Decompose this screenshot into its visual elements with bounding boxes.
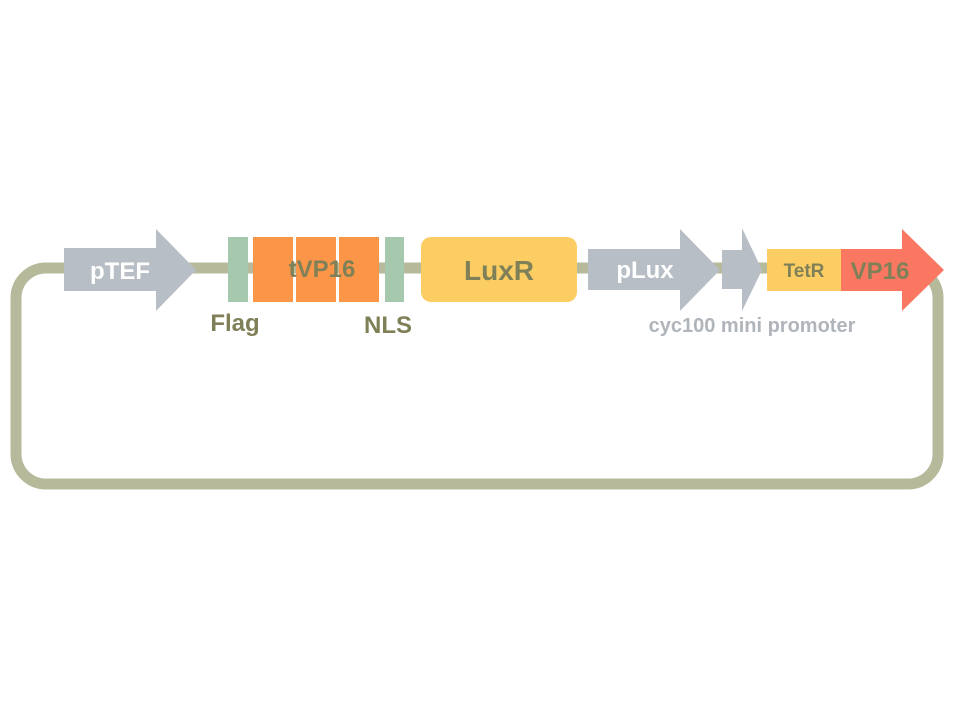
- tvp16-label: tVP16: [289, 256, 356, 283]
- flag-tag: [228, 237, 248, 302]
- tvp16-segment: [253, 237, 293, 302]
- vp16-arrow: [841, 229, 944, 311]
- luxr-gene: LuxR: [421, 237, 577, 302]
- pLux-promoter: pLux: [588, 229, 720, 311]
- pLux-arrow: [588, 229, 720, 311]
- pTEF-arrow: [64, 229, 196, 311]
- nls-tag: [385, 237, 404, 302]
- tetr-label: TetR: [784, 261, 825, 282]
- nls-label: NLS: [364, 312, 412, 339]
- tvp16-segment: [339, 237, 379, 302]
- vp16-label: VP16: [851, 258, 910, 285]
- pLux-label: pLux: [616, 257, 674, 284]
- vp16-domain: VP16: [841, 229, 944, 311]
- flag-label: Flag: [210, 310, 259, 337]
- tvp16-segment: [296, 237, 336, 302]
- pTEF-label: pTEF: [90, 258, 150, 285]
- cyc100-arrow: [722, 228, 762, 311]
- tetr-box: [767, 249, 841, 291]
- pTEF-promoter: pTEF: [64, 229, 196, 311]
- luxr-box: [421, 237, 577, 302]
- luxr-label: LuxR: [464, 255, 534, 286]
- tvp16-domain: tVP16: [253, 237, 379, 302]
- cyc100-label: cyc100 mini promoter: [649, 315, 856, 337]
